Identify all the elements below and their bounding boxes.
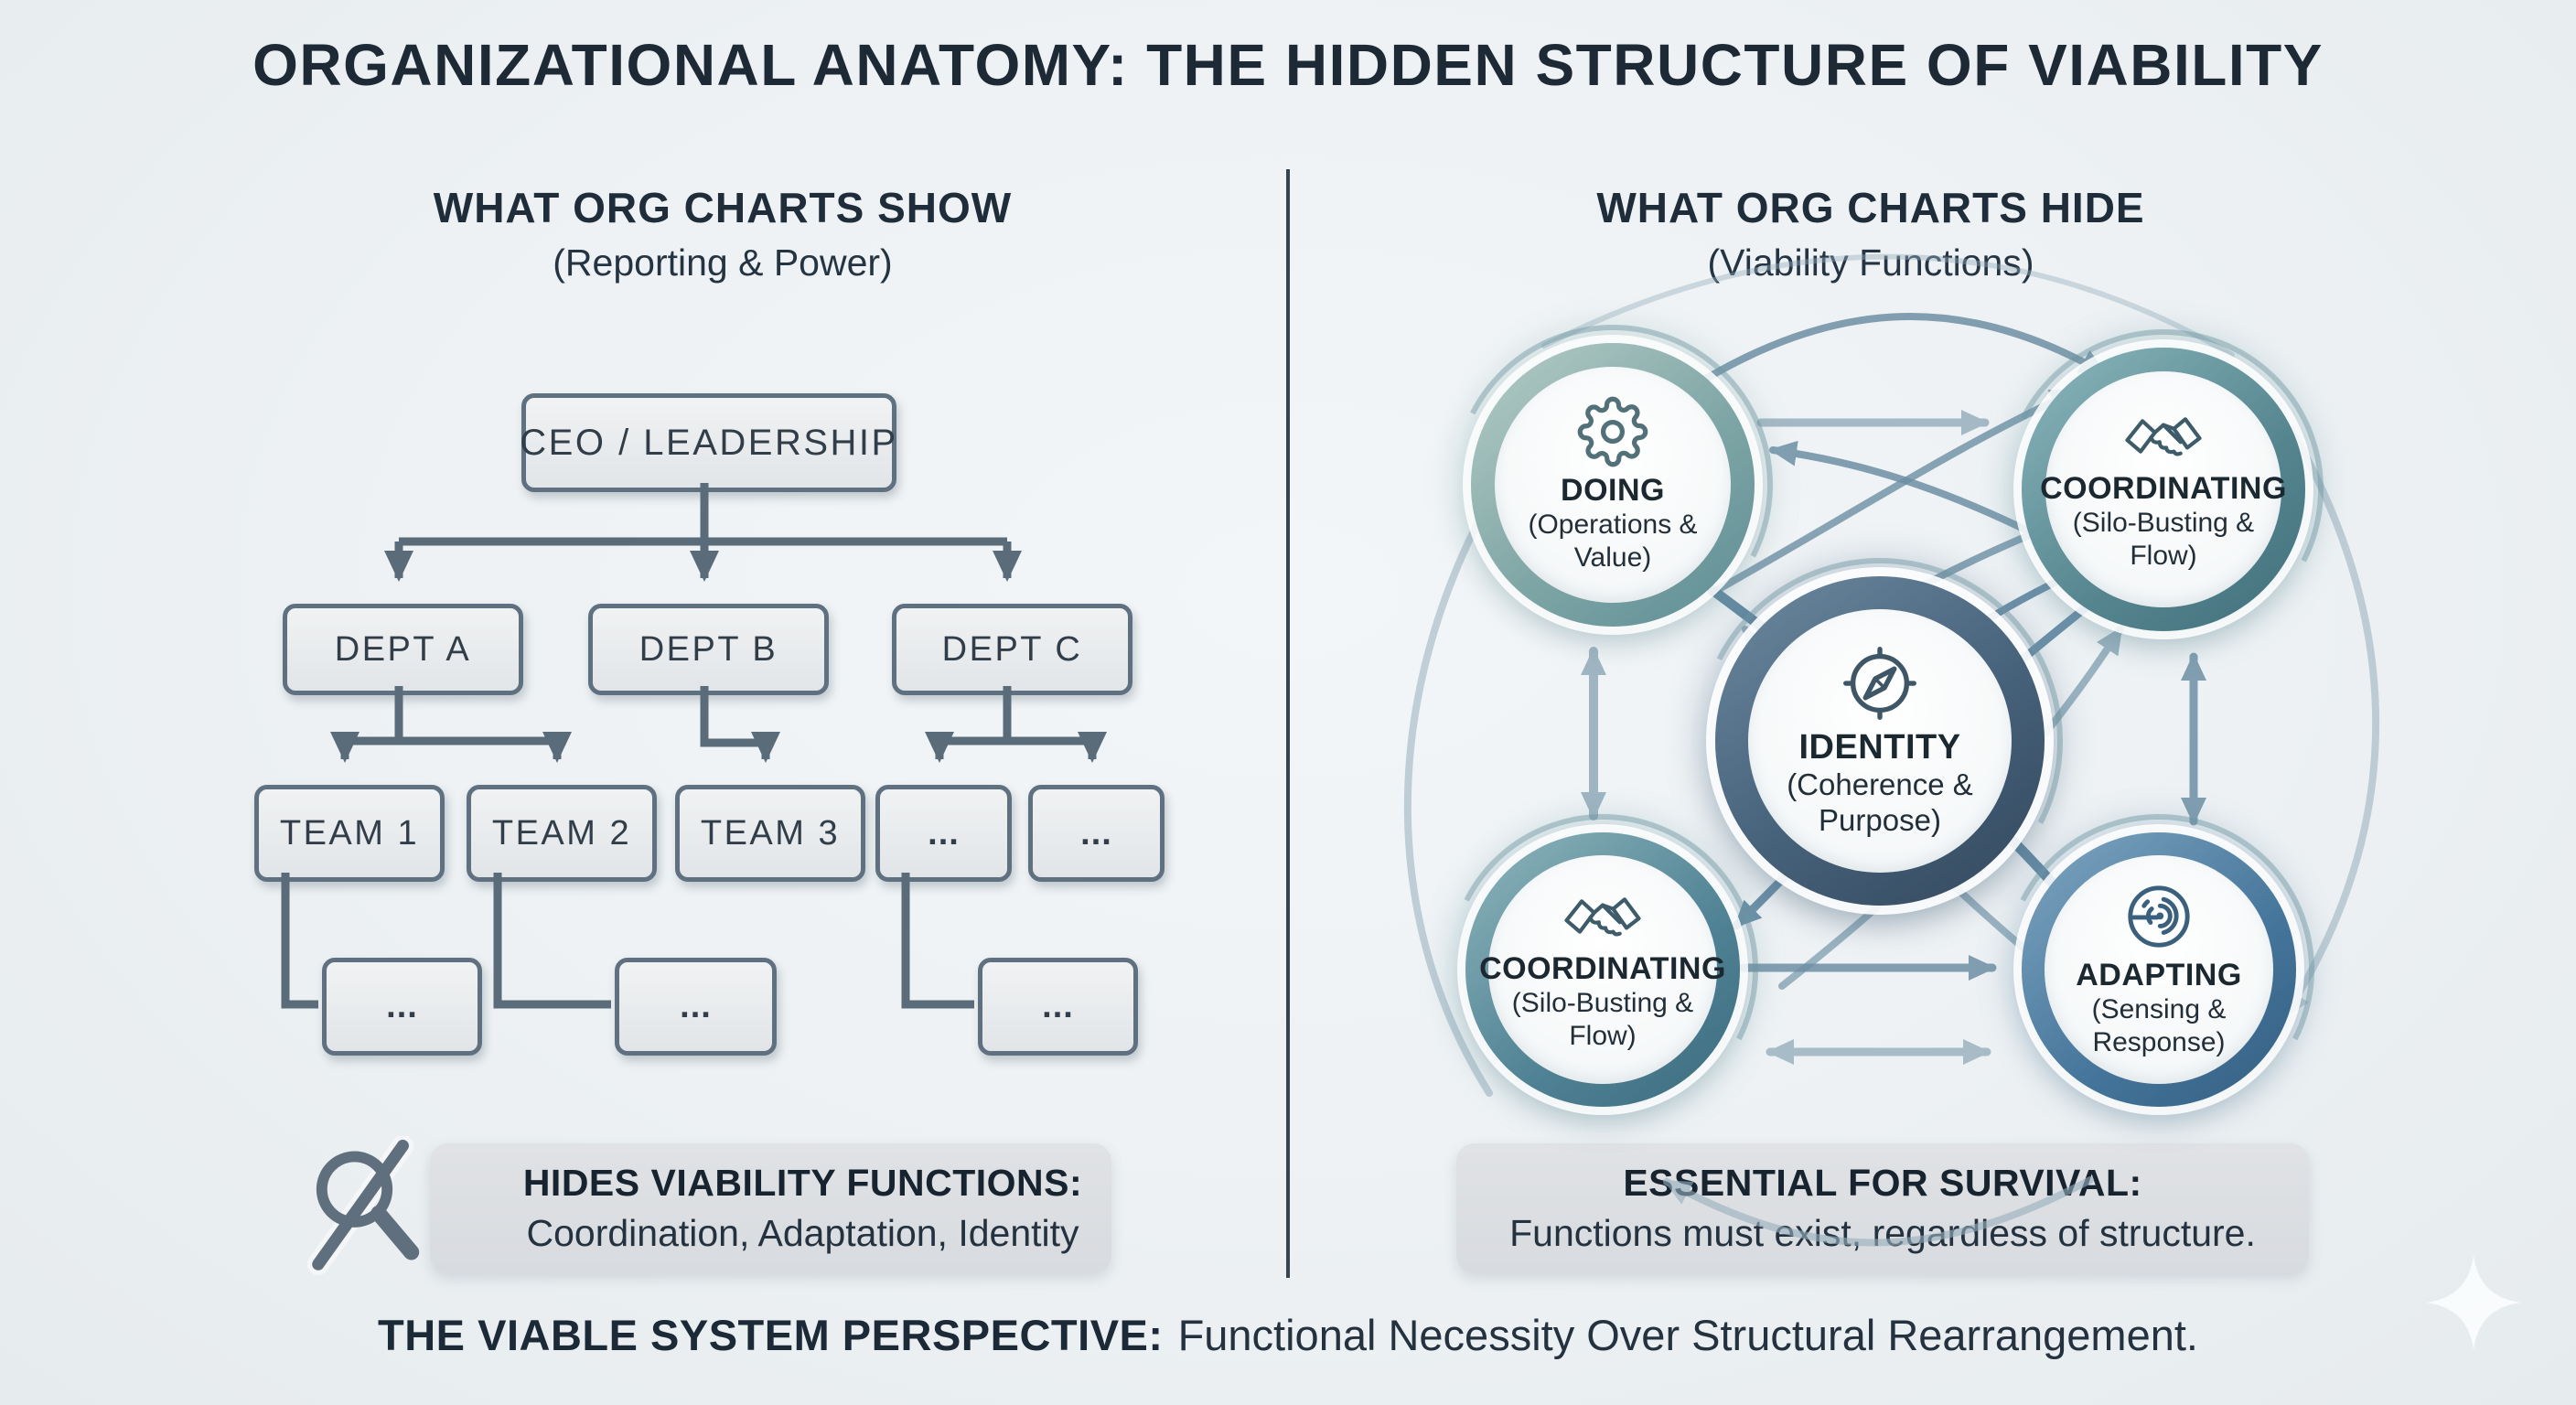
node-identity-label: IDENTITY [1798,727,1961,767]
right-panel-heading: WHAT ORG CHARTS HIDE (Viability Function… [1459,183,2282,284]
node-doing-sub: (Operations & Value) [1528,509,1698,573]
org-box-team-1: TEAM 1 [254,785,445,882]
handshake-icon [2116,407,2211,466]
footer-statement: THE VIABLE SYSTEM PERSPECTIVE: Functional… [0,1310,2576,1360]
node-coordinating-bottom-sub: (Silo-Busting & Flow) [1511,988,1694,1051]
org-chart-connectors [281,483,1107,1009]
right-caption-bold: ESSENTIAL FOR SURVIVAL: [1623,1162,2142,1204]
left-caption-text: Coordination, Adaptation, Identity [526,1212,1079,1254]
org-box-team-etc-1: ... [875,785,1012,882]
org-box-subteam-2: ... [615,958,777,1056]
node-doing-face: DOING (Operations & Value) [1495,367,1731,603]
node-identity-sub: (Coherence & Purpose) [1787,767,1973,837]
left-panel-heading: WHAT ORG CHARTS SHOW (Reporting & Power) [311,183,1134,284]
org-box-dept-c: DEPT C [892,604,1132,695]
handshake-icon [1555,887,1650,946]
node-coordinating-top-sub: (Silo-Busting & Flow) [2072,508,2255,571]
node-doing-label: DOING [1561,473,1665,509]
right-caption: ESSENTIAL FOR SURVIVAL: Functions must e… [1456,1143,2309,1273]
org-box-subteam-3: ... [978,958,1138,1056]
node-doing: DOING (Operations & Value) [1471,343,1755,627]
gear-icon [1577,396,1648,467]
node-adapting: ADAPTING (Sensing & Response) [2022,832,2296,1107]
page-title: ORGANIZATIONAL ANATOMY: THE HIDDEN STRUC… [252,32,2324,98]
node-adapting-label: ADAPTING [2076,958,2242,993]
footer-text: Functional Necessity Over Structural Rea… [1177,1311,2198,1359]
node-coordinating-top-label: COORDINATING [2040,471,2287,507]
node-identity: IDENTITY (Coherence & Purpose) [1715,576,2045,906]
footer-bold: THE VIABLE SYSTEM PERSPECTIVE: [378,1311,1164,1359]
node-coordinating-top: COORDINATING (Silo-Busting & Flow) [2022,348,2305,631]
org-box-dept-b: DEPT B [588,604,829,695]
sparkle-icon [2426,1255,2521,1355]
left-caption: HIDES VIABILITY FUNCTIONS: Coordination,… [430,1143,1111,1273]
left-heading: WHAT ORG CHARTS SHOW [433,184,1013,231]
node-coordinating-top-face: COORDINATING (Silo-Busting & Flow) [2040,371,2286,607]
org-box-subteam-1: ... [322,958,482,1056]
right-heading: WHAT ORG CHARTS HIDE [1596,184,2145,231]
org-box-team-2: TEAM 2 [467,785,657,882]
node-coordinating-bottom-face: COORDINATING (Silo-Busting & Flow) [1479,855,1725,1084]
left-subheading: (Reporting & Power) [553,241,893,284]
org-box-ceo: CEO / LEADERSHIP [520,393,896,492]
magnifier-slash-icon [298,1134,445,1283]
node-coordinating-bottom: COORDINATING (Silo-Busting & Flow) [1465,832,1740,1107]
org-box-dept-a: DEPT A [283,604,523,695]
panel-divider [1286,169,1290,1278]
right-caption-text: Functions must exist, regardless of stru… [1509,1212,2256,1254]
right-subheading: (Viability Functions) [1707,241,2034,284]
org-box-team-etc-2: ... [1028,785,1165,882]
node-adapting-face: ADAPTING (Sensing & Response) [2045,855,2273,1084]
node-coordinating-bottom-label: COORDINATING [1479,951,1726,987]
node-adapting-sub: (Sensing & Response) [2091,994,2227,1057]
radar-icon [2123,881,2195,952]
org-box-team-3: TEAM 3 [675,785,865,882]
left-caption-bold: HIDES VIABILITY FUNCTIONS: [522,1162,1083,1204]
compass-icon [1841,644,1919,723]
node-identity-face: IDENTITY (Coherence & Purpose) [1748,609,2012,873]
